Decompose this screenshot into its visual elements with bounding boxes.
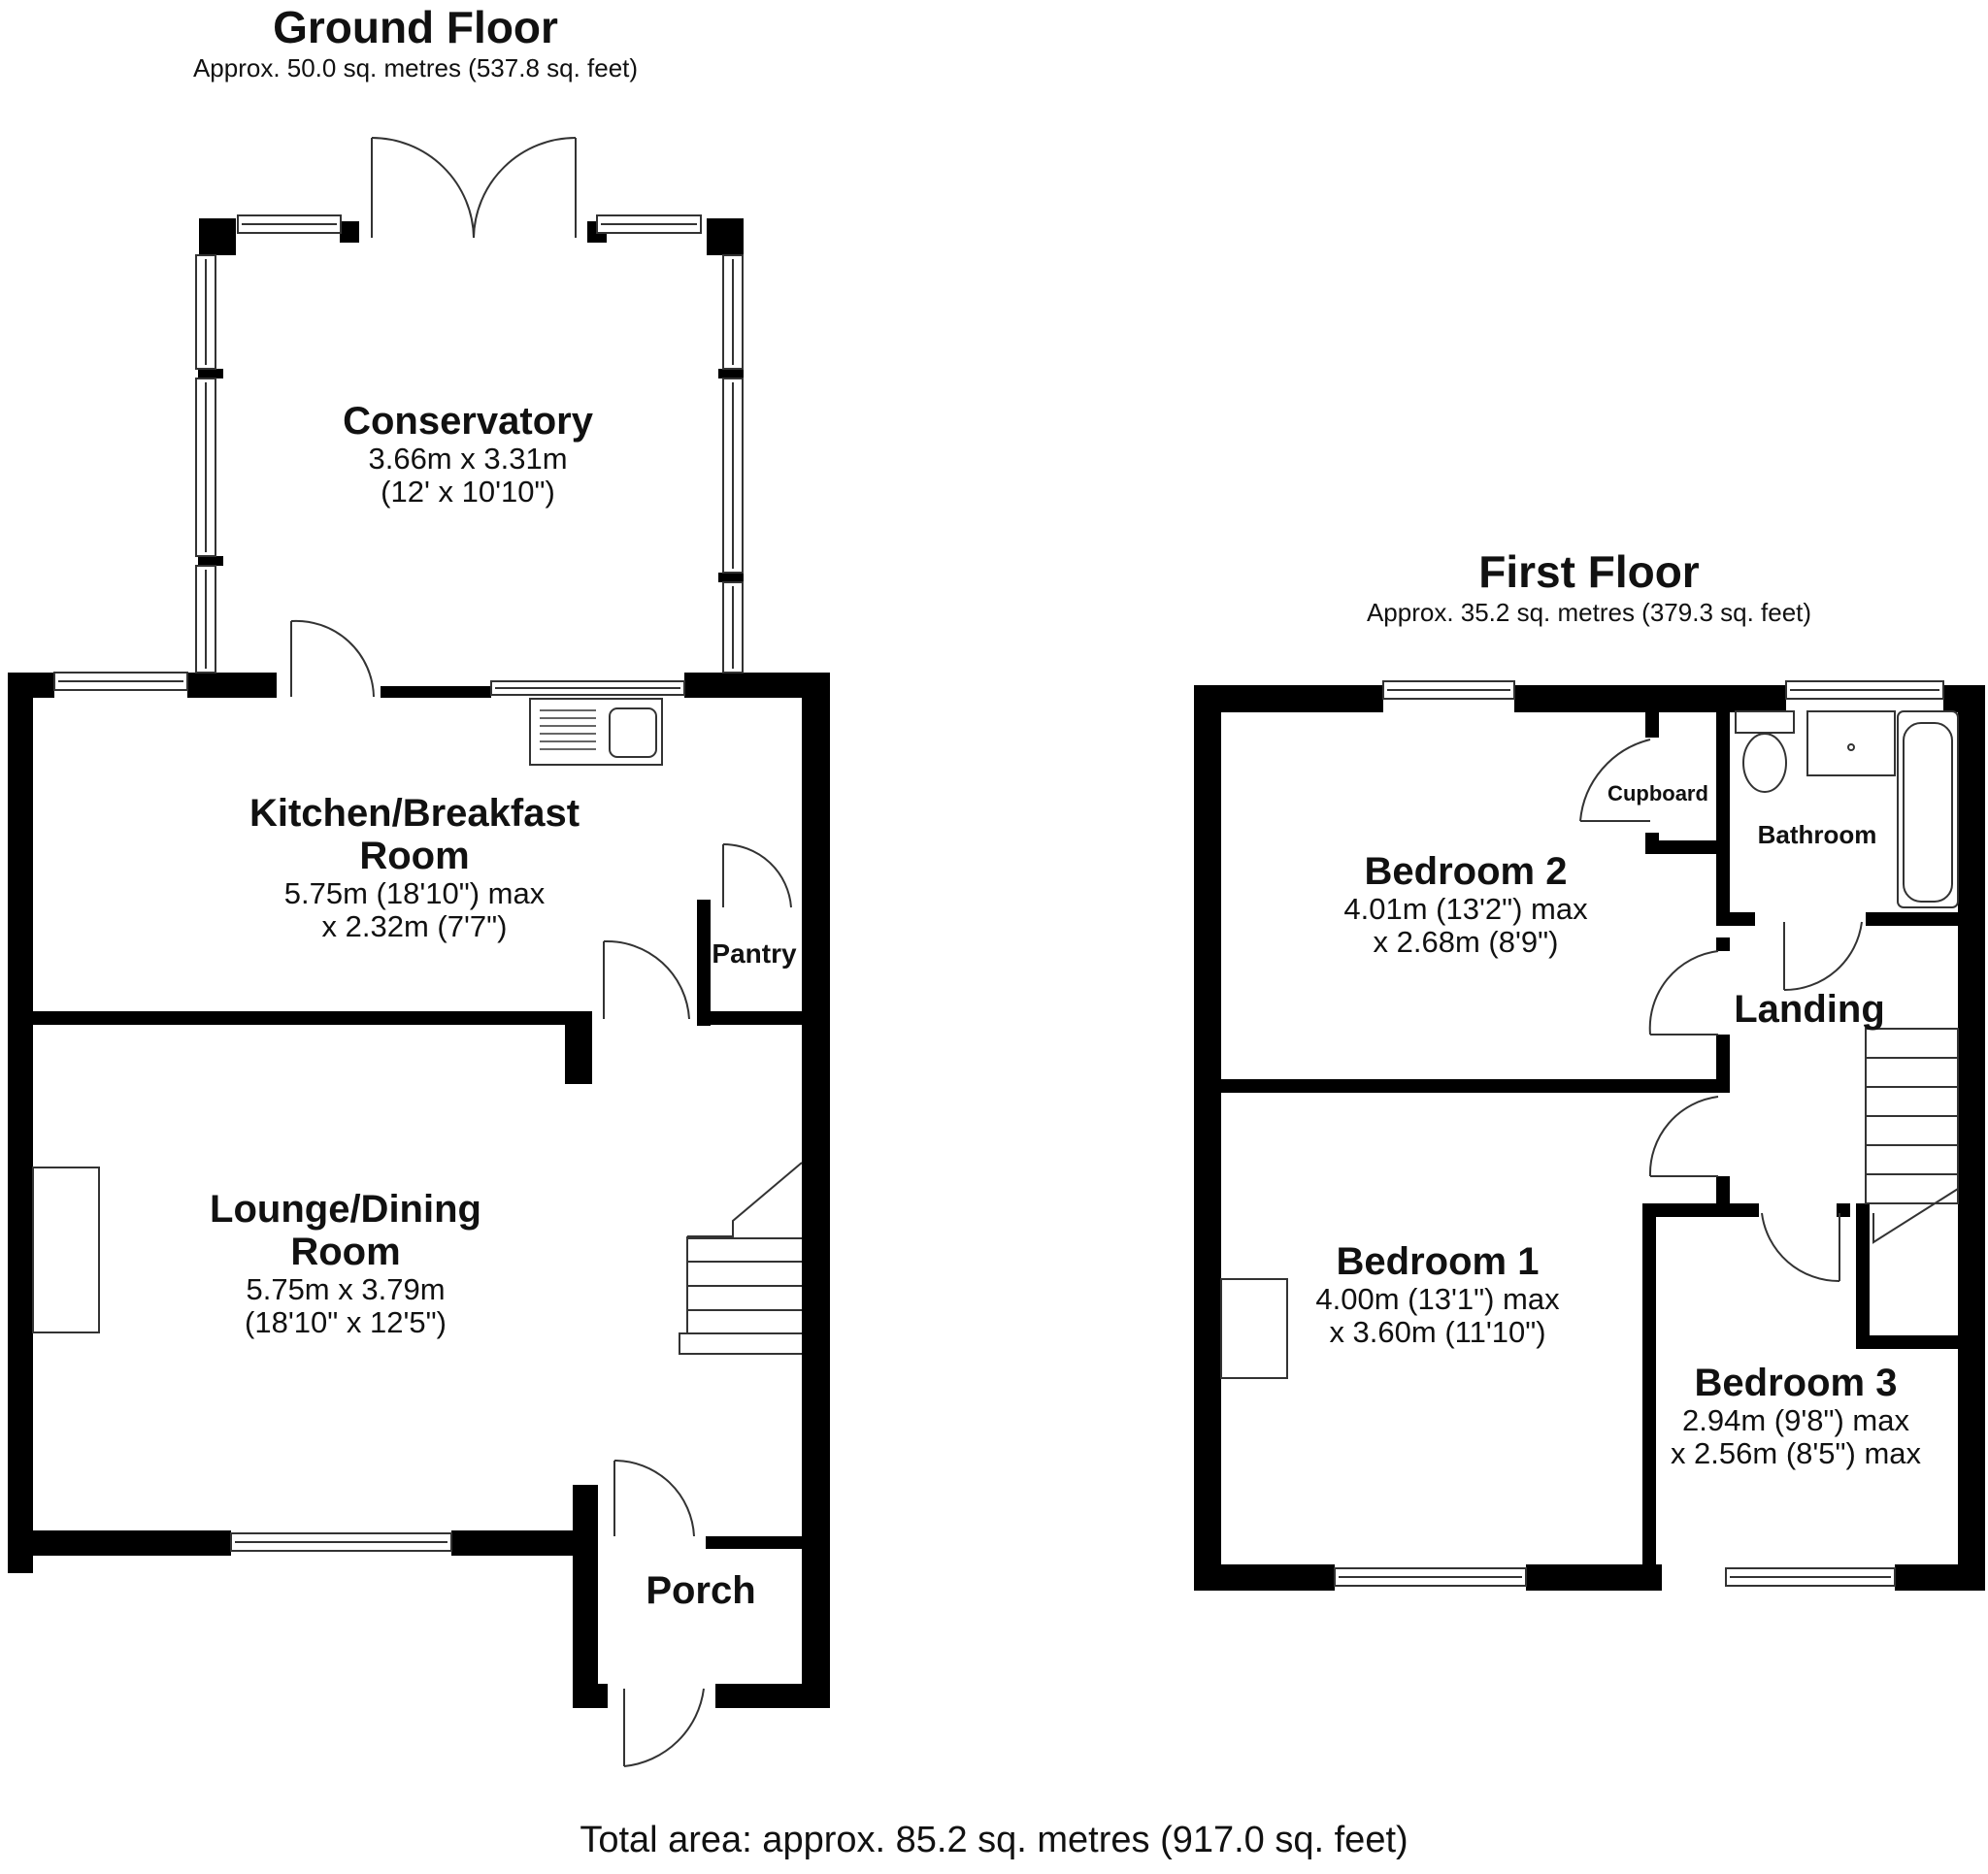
first-floor-title: First Floor: [1478, 546, 1700, 597]
room-conservatory: Conservatory 3.66m x 3.31m (12' x 10'10"…: [343, 400, 593, 509]
room-landing: Landing: [1734, 988, 1885, 1031]
room-bedroom-1: Bedroom 1 4.00m (13'1") max x 3.60m (11'…: [1315, 1240, 1559, 1349]
room-pantry: Pantry: [712, 938, 797, 969]
ground-floor-title: Ground Floor: [273, 2, 558, 52]
first-floor-area: Approx. 35.2 sq. metres (379.3 sq. feet): [1366, 598, 1812, 627]
room-dimensions-line2: x 2.68m (8'9"): [1373, 925, 1559, 959]
ground-floor-heading: Ground Floor Approx. 50.0 sq. metres (53…: [0, 2, 831, 83]
room-name: Bedroom 1: [1336, 1240, 1540, 1283]
windows: [53, 214, 1944, 1587]
room-name: Lounge/Dining: [210, 1188, 481, 1231]
room-bedroom-3: Bedroom 3 2.94m (9'8") max x 2.56m (8'5"…: [1671, 1362, 1921, 1470]
total-area: Total area: approx. 85.2 sq. metres (917…: [580, 1820, 1408, 1860]
room-lounge-dining: Lounge/Dining Room 5.75m x 3.79m (18'10"…: [210, 1188, 481, 1339]
room-dimensions: 3.66m x 3.31m: [368, 442, 568, 476]
room-porch: Porch: [646, 1569, 756, 1612]
room-name: Bedroom 2: [1364, 850, 1568, 893]
room-name-line2: Room: [290, 1231, 401, 1273]
room-name: Conservatory: [343, 400, 593, 443]
room-dimensions-line2: (18'10" x 12'5"): [245, 1305, 447, 1339]
room-dimensions: 5.75m (18'10") max: [283, 876, 546, 910]
room-name: Kitchen/Breakfast: [248, 792, 580, 835]
room-dimensions-line2: x 2.32m (7'7"): [321, 909, 508, 943]
room-dimensions: 4.00m (13'1") max: [1315, 1282, 1560, 1316]
room-dimensions: 2.94m (9'8") max: [1682, 1403, 1909, 1437]
room-name-line2: Room: [359, 835, 470, 877]
room-dimensions-imperial: (12' x 10'10"): [381, 475, 555, 509]
first-floor-heading: First Floor Approx. 35.2 sq. metres (379…: [1196, 546, 1982, 628]
room-bathroom: Bathroom: [1757, 820, 1877, 849]
room-cupboard: Cupboard: [1607, 781, 1708, 805]
fixtures: [32, 698, 1959, 1379]
doors: [290, 137, 1863, 1767]
walls: [8, 218, 1985, 1708]
room-dimensions-line2: x 3.60m (11'10"): [1329, 1315, 1546, 1349]
room-name: Bedroom 3: [1694, 1362, 1898, 1404]
room-bedroom-2: Bedroom 2 4.01m (13'2") max x 2.68m (8'9…: [1343, 850, 1587, 959]
room-dimensions: 5.75m x 3.79m: [246, 1272, 446, 1306]
room-dimensions: 4.01m (13'2") max: [1343, 892, 1588, 926]
room-dimensions-line2: x 2.56m (8'5") max: [1670, 1436, 1922, 1470]
ground-floor-area: Approx. 50.0 sq. metres (537.8 sq. feet): [192, 53, 639, 82]
room-kitchen-breakfast: Kitchen/Breakfast Room 5.75m (18'10") ma…: [249, 792, 580, 943]
